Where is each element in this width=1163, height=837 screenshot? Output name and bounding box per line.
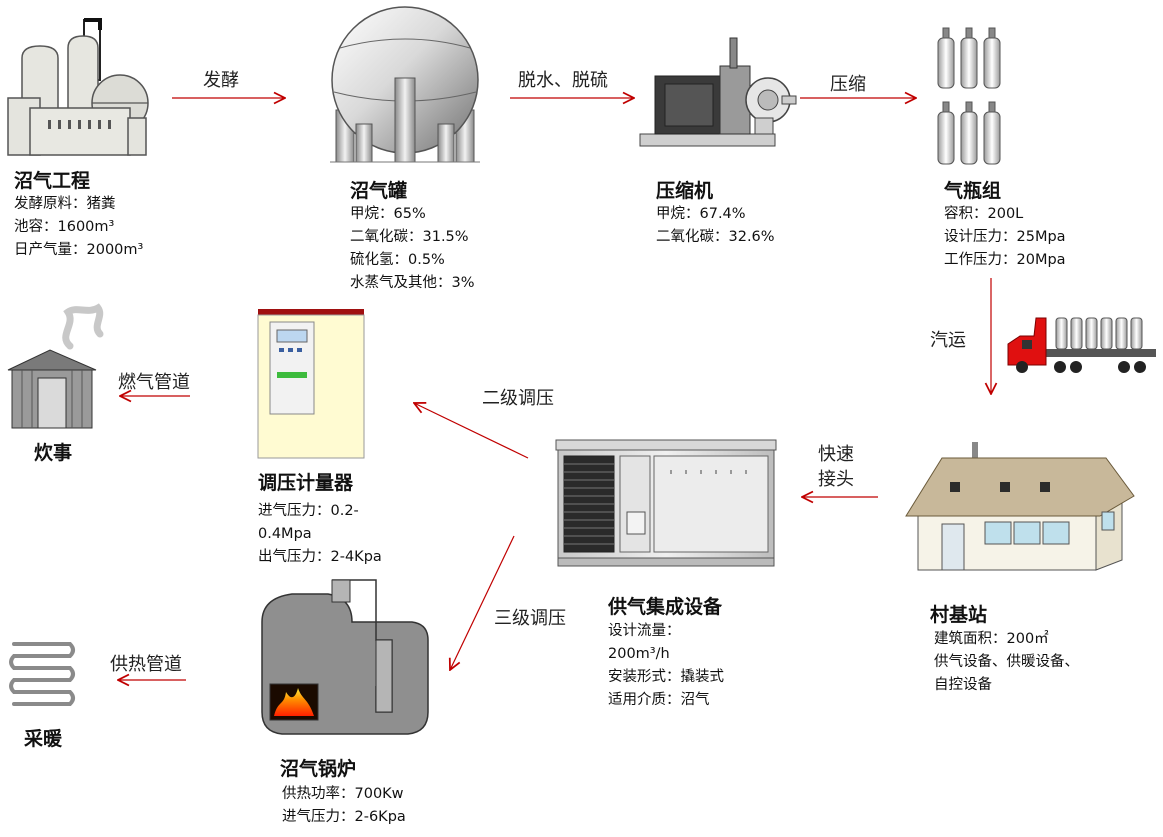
arrow-tertiary-regulation [450, 535, 515, 670]
gas-supply-unit-title: 供气集成设备 [608, 596, 723, 618]
biogas-plant-title: 沼气工程 [14, 170, 91, 192]
pressure-meter-specs: 进气压力：0.2- 0.4Mpa 出气压力：2-4Kpa [258, 500, 382, 569]
spec-line: 0.4Mpa [258, 526, 312, 542]
edge-label-compression: 压缩 [830, 74, 866, 95]
spec-line: 池容：1600m³ [14, 219, 115, 235]
spec-line: 出气压力：2-4Kpa [258, 549, 382, 565]
gas-supply-unit-specs: 设计流量： 200m³/h 安装形式：撬装式 适用介质：沼气 [608, 620, 724, 712]
cylinder-group-title: 气瓶组 [944, 180, 1002, 202]
edge-label-gas-pipeline: 燃气管道 [118, 372, 190, 393]
edge-label-heat-pipeline: 供热管道 [110, 654, 182, 675]
heating-title: 采暖 [24, 728, 63, 750]
biogas-plant-specs: 发酵原料：猪粪 池容：1600m³ 日产气量：2000m³ [14, 193, 143, 262]
cylinder-group-specs: 容积：200L 设计压力：25Mpa 工作压力：20Mpa [944, 203, 1066, 272]
flow-arrows [118, 98, 991, 680]
edge-label-tertiary-regulation: 三级调压 [494, 608, 566, 629]
spec-line: 200m³/h [608, 646, 670, 662]
spec-line: 适用介质：沼气 [608, 692, 710, 708]
gas-supply-unit-icon [555, 439, 777, 567]
village-station-title: 村基站 [930, 604, 988, 626]
biogas-tank-specs: 甲烷：65% 二氧化碳：31.5% 硫化氢：0.5% 水蒸气及其他：3% [350, 203, 475, 295]
edge-label-dehydration: 脱水、脱硫 [518, 70, 608, 91]
spec-line: 硫化氢：0.5% [350, 252, 445, 268]
spec-line: 甲烷：67.4% [656, 206, 746, 222]
village-station-house-icon [905, 442, 1135, 571]
compressor-title: 压缩机 [656, 180, 714, 202]
spec-line: 二氧化碳：31.5% [350, 229, 469, 245]
truck-icon [1007, 317, 1156, 373]
spec-line: 工作压力：20Mpa [944, 252, 1066, 268]
biogas-tank-title: 沼气罐 [350, 180, 408, 202]
spec-line: 水蒸气及其他：3% [350, 275, 475, 291]
village-station-specs: 建筑面积：200㎡ 供气设备、供暖设备、 自控设备 [934, 628, 1079, 697]
edge-label-transport: 汽运 [930, 330, 966, 351]
factory-icon [7, 18, 149, 156]
edge-label-quick-connect: 快速 接头 [818, 442, 878, 492]
pressure-meter-title: 调压计量器 [258, 472, 354, 494]
spec-line: 进气压力：2-6Kpa [282, 809, 406, 825]
spec-line: 设计流量： [608, 623, 681, 639]
spec-line: 安装形式：撬装式 [608, 669, 724, 685]
spec-line: 容积：200L [944, 206, 1024, 222]
spec-line: 供热功率：700Kw [282, 786, 404, 802]
edge-label-quick-connect-line: 接头 [818, 469, 854, 490]
gas-cylinder-group-icon [937, 27, 1001, 165]
spec-line: 二氧化碳：32.6% [656, 229, 775, 245]
heating-coil-icon [9, 642, 75, 706]
pressure-meter-cabinet-icon [257, 309, 365, 459]
spec-line: 甲烷：65% [350, 206, 426, 222]
compressor-icon [639, 37, 797, 147]
cooking-title: 炊事 [34, 442, 73, 464]
spec-line: 自控设备 [934, 677, 992, 693]
boiler-title: 沼气锅炉 [280, 758, 357, 780]
spec-line: 日产气量：2000m³ [14, 242, 144, 258]
spec-line: 进气压力：0.2- [258, 503, 359, 519]
spec-line: 供气设备、供暖设备、 [934, 654, 1079, 670]
boiler-specs: 供热功率：700Kw 进气压力：2-6Kpa [282, 783, 406, 829]
spherical-tank-icon [330, 6, 480, 163]
cooking-hut-icon [7, 303, 104, 429]
spec-line: 设计压力：25Mpa [944, 229, 1066, 245]
compressor-specs: 甲烷：67.4% 二氧化碳：32.6% [656, 203, 775, 249]
spec-line: 发酵原料：猪粪 [14, 196, 116, 212]
spec-line: 建筑面积：200㎡ [934, 631, 1049, 647]
edge-label-secondary-regulation: 二级调压 [482, 388, 554, 409]
biogas-boiler-icon [261, 579, 429, 735]
edge-label-quick-connect-line: 快速 [818, 444, 854, 465]
edge-label-fermentation: 发酵 [203, 70, 239, 91]
arrow-secondary-regulation [414, 403, 529, 459]
